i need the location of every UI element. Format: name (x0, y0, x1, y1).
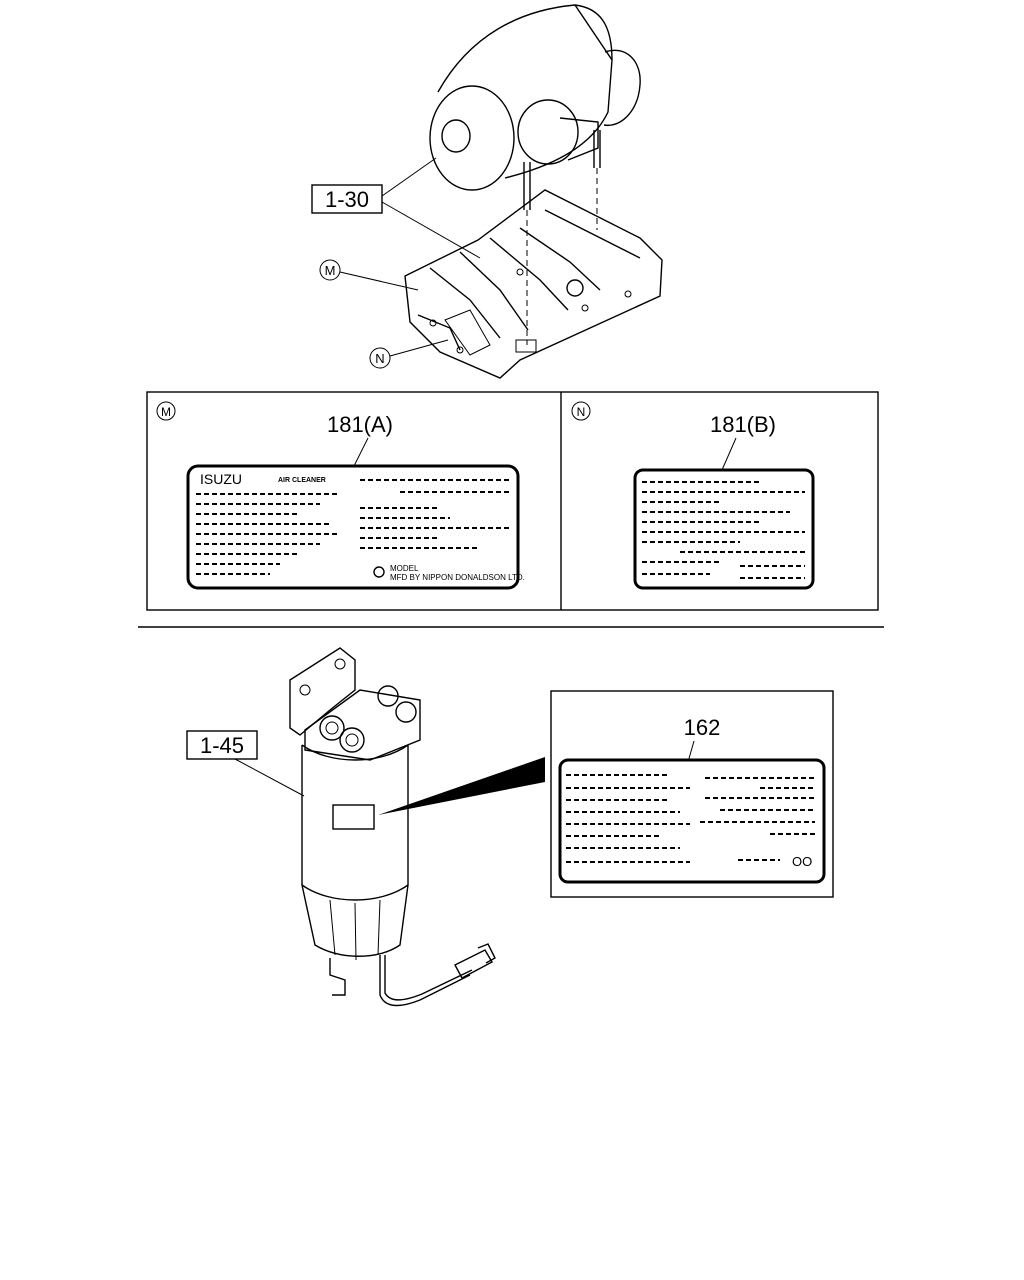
callout-box-1-30 (311, 184, 383, 214)
marker-n-label: N (375, 351, 384, 366)
marker-m-circle (319, 259, 341, 281)
panel-n: N 181(B) (571, 401, 815, 590)
label-181a-placeholder-lines (196, 479, 510, 575)
label-181a-maker: MFD BY NIPPON DONALDSON LTD. (390, 573, 525, 582)
panel-n-part-label: 181(B) (710, 412, 776, 437)
leader-m (339, 271, 419, 291)
label-162-pointer (378, 757, 545, 815)
label-162-placeholder-lines (566, 774, 815, 863)
label-181b-placeholder-lines (642, 481, 805, 579)
label-181b (633, 468, 815, 590)
label-181a-brand: ISUZU (200, 471, 242, 487)
label-panels-frame (146, 391, 879, 611)
marker-m-label: M (325, 263, 336, 278)
panel-m: M 181(A) ISUZU AIR CLEANER MODEL MFD BY … (156, 401, 525, 590)
label-181a-logo-icon (373, 566, 385, 578)
panel-n-marker: N (577, 405, 586, 419)
panel-162-part-label: 162 (684, 715, 721, 740)
air-cleaner-illustration (429, 4, 641, 345)
label-181a (186, 464, 520, 590)
label-181a-product: AIR CLEANER (278, 477, 326, 484)
label-181a-model: MODEL (390, 564, 419, 573)
panel-m-marker: M (161, 405, 171, 419)
callout-1-45: 1-45 (200, 733, 244, 758)
callout-box-1-45 (186, 730, 258, 760)
leader-1-45 (234, 758, 305, 797)
leader-1-30-a (381, 157, 437, 197)
panel-m-part-label: 181(A) (327, 412, 393, 437)
leader-1-30-b (381, 201, 481, 259)
leader-n (389, 339, 449, 357)
fuel-filter-illustration (289, 647, 496, 1007)
marker-n-circle (369, 347, 391, 369)
panel-162-frame (550, 690, 834, 898)
mounting-plate-illustration (404, 189, 663, 379)
label-162 (558, 758, 826, 884)
callout-1-30: 1-30 (325, 187, 369, 212)
label-162-mark: OO (792, 854, 812, 869)
